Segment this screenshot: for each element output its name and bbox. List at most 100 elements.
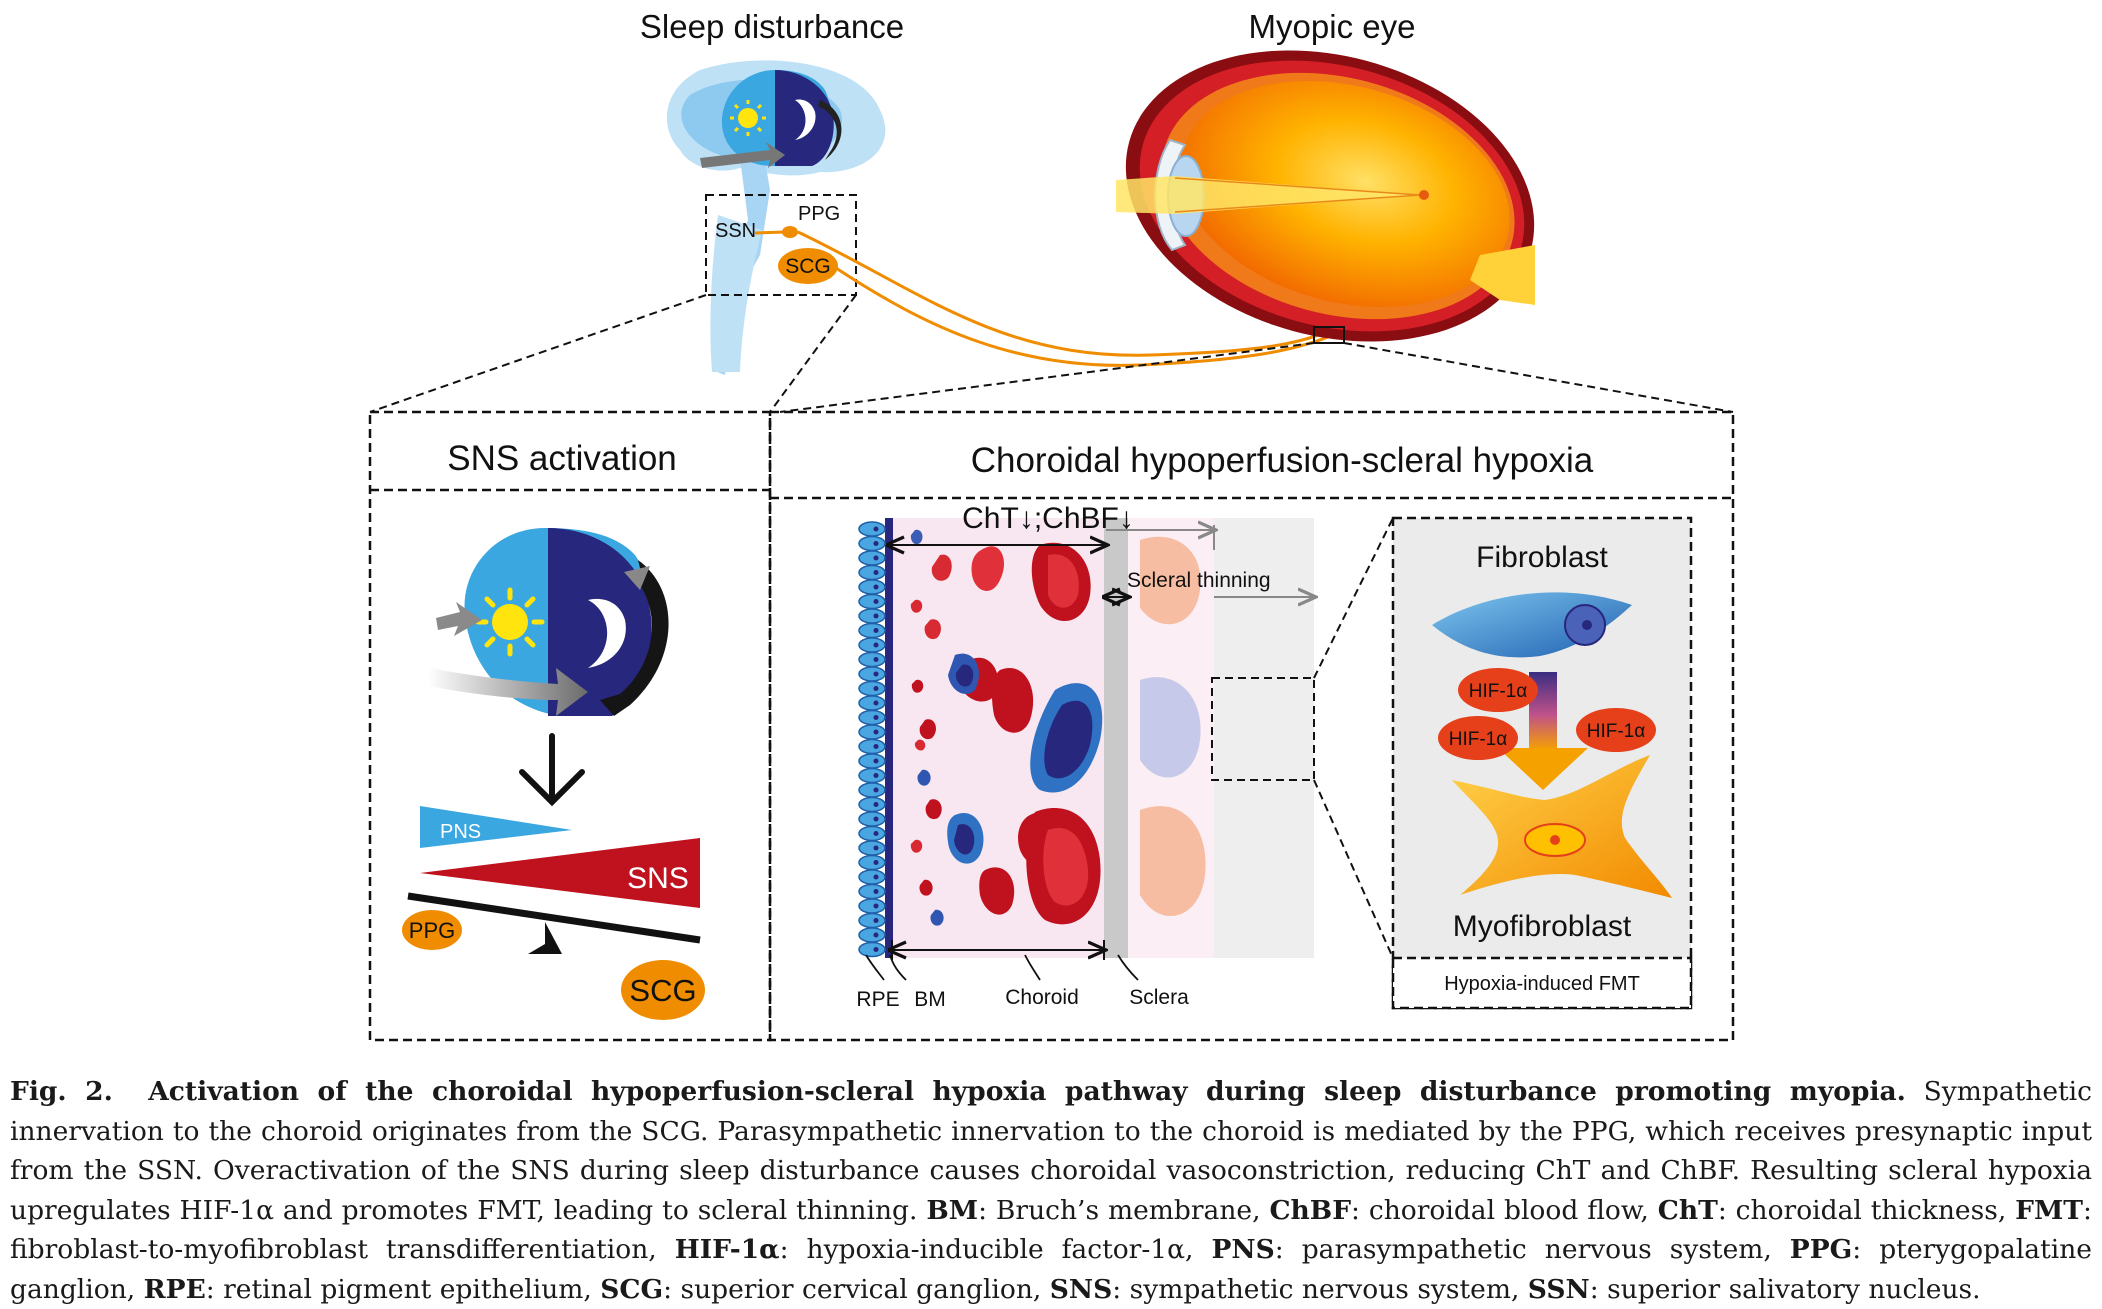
rpe-cell bbox=[858, 695, 886, 711]
hif-label-2: HIF-1α bbox=[1449, 729, 1508, 750]
rpe-cell bbox=[858, 680, 886, 697]
black-curve-arrow-icon bbox=[600, 560, 669, 716]
rpe-cell bbox=[858, 854, 886, 871]
rpe-nucleus bbox=[873, 744, 879, 749]
rpe-nucleus bbox=[873, 845, 879, 851]
rpe-cell bbox=[858, 651, 886, 668]
rpe-nucleus bbox=[873, 555, 879, 561]
abbr-term: PNS bbox=[1211, 1234, 1275, 1265]
sns-activation-panel bbox=[368, 410, 772, 1042]
rpe-layer bbox=[858, 521, 886, 958]
sclera-layer bbox=[1104, 518, 1128, 958]
rpe-nucleus bbox=[873, 584, 879, 590]
myopic-eye-title: Myopic eye bbox=[1249, 8, 1416, 45]
rpe-cell bbox=[858, 941, 886, 958]
myofibroblast-cell bbox=[1452, 755, 1672, 898]
rpe-nucleus bbox=[873, 729, 879, 735]
ppg-top-label: PPG bbox=[798, 203, 840, 225]
figure-caption: Fig. 2. Activation of the choroidal hypo… bbox=[10, 1072, 2092, 1309]
ssn-label: SSN bbox=[715, 220, 756, 242]
rpe-nucleus bbox=[873, 613, 879, 619]
eye-zoom-box bbox=[1313, 326, 1345, 344]
rpe-nucleus bbox=[873, 715, 879, 720]
rpe-cell bbox=[858, 709, 886, 726]
rpe-cell bbox=[858, 753, 886, 769]
caption-title: Activation of the choroidal hypoperfusio… bbox=[148, 1076, 1906, 1107]
abbr-definition: : sympathetic nervous system, bbox=[1112, 1273, 1528, 1305]
rpe-cell bbox=[858, 564, 886, 581]
rpe-nucleus bbox=[873, 671, 879, 677]
rpe-cell bbox=[858, 666, 886, 682]
abbr-term: BM bbox=[926, 1194, 979, 1226]
rpe-cell bbox=[858, 593, 886, 610]
figure: Sleep disturbance SSN PPG SCG Myopic eye bbox=[368, 8, 1735, 1042]
brain-illustration bbox=[666, 60, 886, 375]
fmt-footer-label: Hypoxia-induced FMT bbox=[1444, 973, 1640, 995]
ppg-top-node bbox=[782, 226, 798, 238]
rpe-cell bbox=[858, 825, 886, 842]
sun-icon bbox=[738, 108, 758, 128]
abbr-term: SCG bbox=[600, 1273, 664, 1305]
choroidal-panel bbox=[768, 410, 1735, 1042]
rpe-nucleus bbox=[873, 642, 879, 648]
abbr-definition: : choroidal thickness, bbox=[1717, 1194, 2016, 1226]
abbr-definition: : parasympathetic nervous system, bbox=[1274, 1234, 1790, 1265]
abbr-term: ChT bbox=[1657, 1194, 1718, 1226]
rpe-nucleus bbox=[873, 773, 879, 778]
hif-label-1: HIF-1α bbox=[1469, 681, 1528, 702]
abbr-definition: : retinal pigment epithelium, bbox=[205, 1273, 601, 1305]
abbr-term: SSN bbox=[1527, 1273, 1590, 1305]
abbr-definition: : hypoxia-inducible factor-1α, bbox=[779, 1234, 1212, 1265]
bm-label: BM bbox=[914, 988, 946, 1011]
rpe-nucleus bbox=[873, 686, 879, 691]
sclera-label: Sclera bbox=[1129, 986, 1189, 1009]
rpe-label: RPE bbox=[856, 988, 899, 1011]
brainstem-zoom-box bbox=[705, 194, 857, 296]
rpe-cell bbox=[858, 535, 886, 552]
choroid-label: Choroid bbox=[1005, 986, 1079, 1009]
rpe-nucleus bbox=[873, 874, 879, 880]
pns-label: PNS bbox=[440, 821, 481, 843]
rpe-cell bbox=[858, 637, 886, 653]
scg-top-label: SCG bbox=[785, 255, 831, 278]
day-night-head-icon bbox=[428, 528, 669, 716]
scg-top-node bbox=[778, 248, 838, 284]
sns-activation-title: SNS activation bbox=[447, 439, 677, 478]
rpe-cell bbox=[858, 883, 886, 900]
fibroblast-cell bbox=[1432, 592, 1632, 658]
rpe-nucleus bbox=[873, 903, 879, 909]
rpe-cell bbox=[858, 724, 886, 740]
myopic-eye-illustration bbox=[1116, 50, 1535, 344]
rpe-nucleus bbox=[873, 628, 879, 633]
choroidal-vessels bbox=[910, 529, 1206, 926]
abbr-definition: : superior salivatory nucleus. bbox=[1589, 1273, 1981, 1305]
scleral-thinning-label: Scleral thinning bbox=[1127, 569, 1271, 592]
rpe-nucleus bbox=[873, 918, 879, 923]
hif-node-2 bbox=[1438, 716, 1518, 760]
rpe-cell bbox=[858, 869, 886, 885]
seesaw-fulcrum bbox=[528, 922, 562, 954]
hif-node-3 bbox=[1576, 708, 1656, 752]
caption-body: Sympathetic innervation to the choroid o… bbox=[10, 1076, 2092, 1226]
rpe-nucleus bbox=[873, 932, 879, 938]
abbr-term: HIF-1α bbox=[674, 1234, 780, 1265]
rpe-nucleus bbox=[873, 758, 879, 764]
rpe-nucleus bbox=[873, 541, 879, 546]
abbr-definition: : pterygopalatine ganglion, bbox=[10, 1234, 2092, 1305]
rpe-cell bbox=[858, 840, 886, 856]
caption-fig-label: Fig. 2. bbox=[10, 1076, 113, 1107]
rpe-cell bbox=[858, 927, 886, 943]
rpe-cell bbox=[858, 579, 886, 595]
sns-wedge bbox=[420, 838, 700, 908]
rpe-nucleus bbox=[873, 889, 879, 894]
scg-label: SCG bbox=[629, 973, 696, 1008]
rpe-nucleus bbox=[873, 599, 879, 604]
ppg-nerve-path bbox=[797, 230, 1331, 357]
cht-chbf-label: ChT↓;ChBF↓ bbox=[962, 502, 1134, 535]
scg-nerve-path bbox=[835, 266, 1341, 367]
moon-icon bbox=[795, 99, 816, 140]
rpe-cell bbox=[858, 550, 886, 566]
rpe-cell bbox=[858, 767, 886, 784]
abbr-definition: : Bruch’s membrane, bbox=[978, 1194, 1270, 1226]
choroidal-title: Choroidal hypoperfusion-scleral hypoxia bbox=[971, 441, 1594, 480]
